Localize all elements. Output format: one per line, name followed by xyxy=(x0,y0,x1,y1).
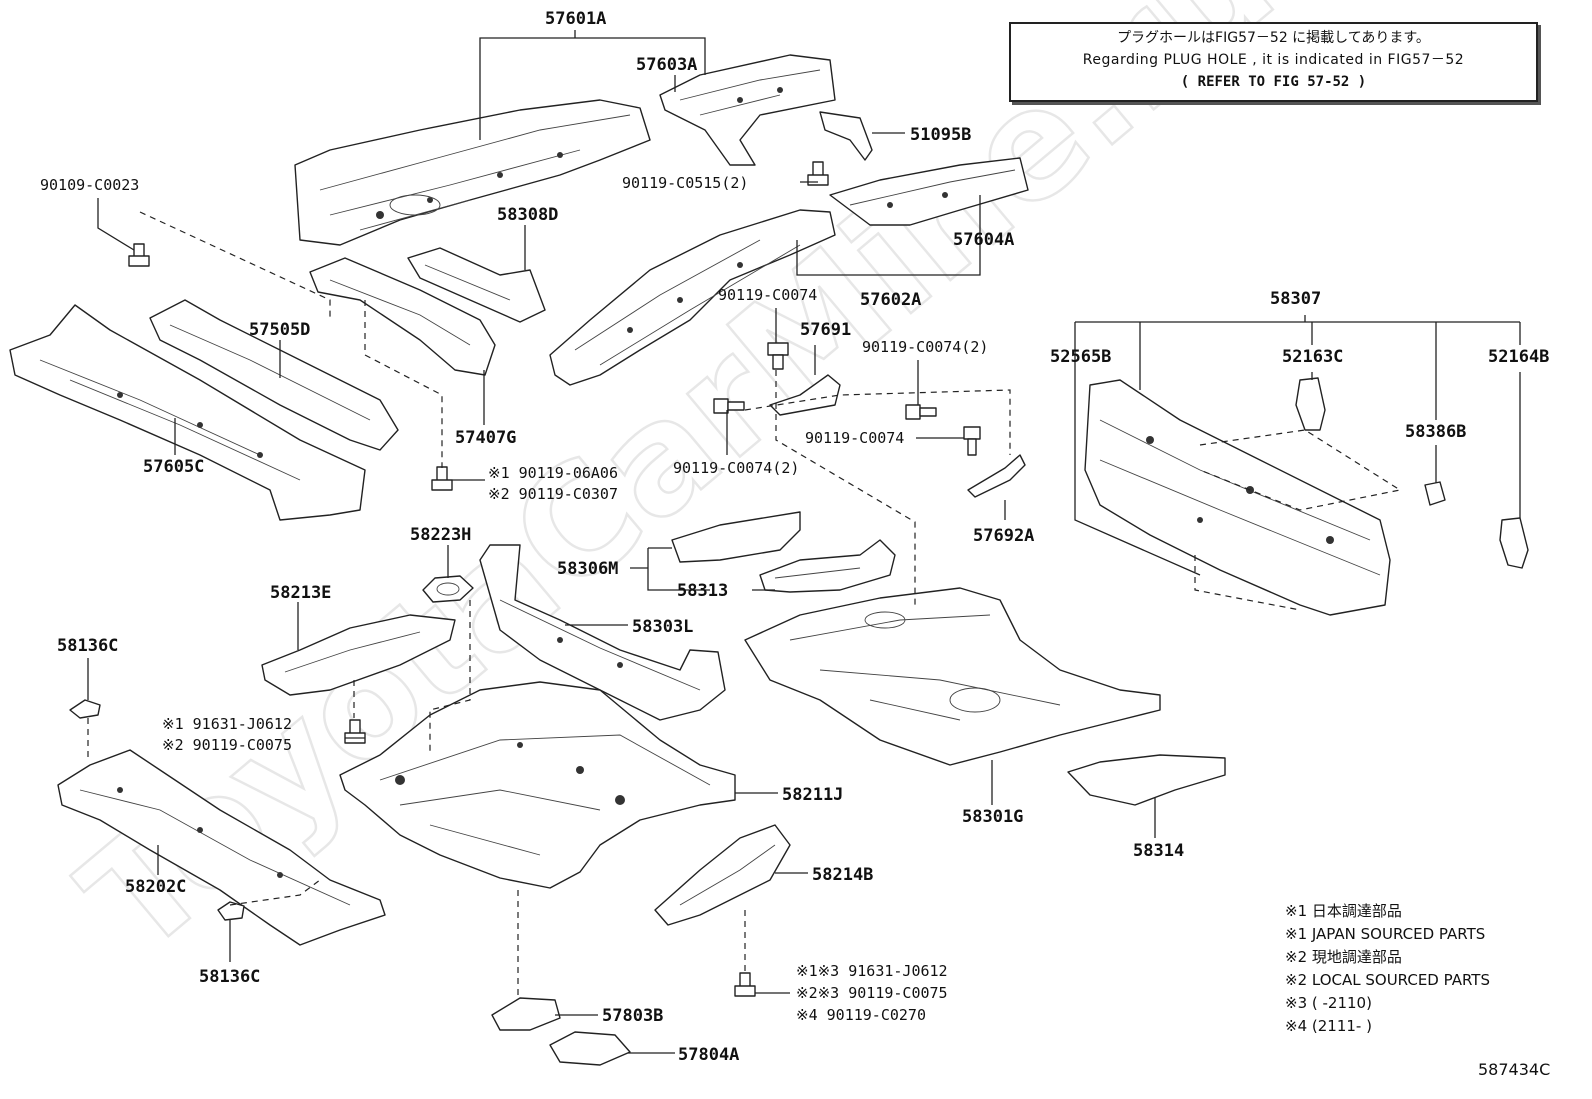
part-58136C-top-shape[interactable] xyxy=(69,699,101,719)
label-57803B[interactable]: 57803B xyxy=(602,1006,663,1026)
assembly-dashed-lines xyxy=(87,211,1402,995)
plug-hole-notice: プラグホールはFIG57－52 に掲載してあります。 Regarding PLU… xyxy=(1009,22,1538,102)
bolt-90119-C0074-2-left[interactable] xyxy=(713,398,745,414)
legend-item: ※3 ( -2110) xyxy=(1285,994,1372,1012)
bolt-90119-C0074-2-right[interactable] xyxy=(905,404,937,420)
part-57603A-shape[interactable] xyxy=(659,54,836,166)
part-51095B-shape[interactable] xyxy=(819,111,873,161)
part-57505D-shape[interactable] xyxy=(149,299,399,451)
part-52565B-shape[interactable] xyxy=(1084,379,1391,616)
bolt-90119-06A06[interactable] xyxy=(431,466,453,491)
label-58202C[interactable]: 58202C xyxy=(125,877,186,897)
label-52164B[interactable]: 52164B xyxy=(1488,347,1549,367)
bolt-90119-C0074-upper[interactable] xyxy=(767,342,789,370)
bolt-90119-C0074-lower[interactable] xyxy=(963,426,981,456)
part-58214B-shape[interactable] xyxy=(654,824,791,926)
label-58303L[interactable]: 58303L xyxy=(632,617,693,637)
label-bolt3-line2[interactable]: ※2※3 90119-C0075 xyxy=(796,984,948,1002)
label-58223H[interactable]: 58223H xyxy=(410,525,471,545)
label-58301G[interactable]: 58301G xyxy=(962,807,1023,827)
label-57605C[interactable]: 57605C xyxy=(143,457,204,477)
part-58386B-shape[interactable] xyxy=(1424,481,1446,506)
part-labels: 57601A 57603A 51095B 90119-C0515(2) 5760… xyxy=(40,9,1549,1065)
label-bolt1-line1[interactable]: ※1 90119-06A06 xyxy=(488,464,618,482)
part-57803B-shape[interactable] xyxy=(491,997,561,1031)
part-58303L-shape[interactable] xyxy=(479,544,726,721)
part-58314-shape[interactable] xyxy=(1067,754,1226,806)
label-57505D[interactable]: 57505D xyxy=(249,320,310,340)
label-58213E[interactable]: 58213E xyxy=(270,583,331,603)
part-57407G-shape[interactable] xyxy=(309,257,496,376)
label-58306M[interactable]: 58306M xyxy=(557,559,618,579)
notice-line-refer: ( REFER TO FIG 57-52 ) xyxy=(1180,74,1367,90)
bolt-91631-J0612-lower[interactable] xyxy=(734,972,756,997)
label-bolt2-line1[interactable]: ※1 91631-J0612 xyxy=(162,715,292,733)
label-57603A[interactable]: 57603A xyxy=(636,55,697,75)
label-58314[interactable]: 58314 xyxy=(1133,841,1184,861)
label-58211J[interactable]: 58211J xyxy=(782,785,843,805)
part-57691-shape[interactable] xyxy=(769,374,841,416)
label-58313[interactable]: 58313 xyxy=(677,581,728,601)
label-58386B[interactable]: 58386B xyxy=(1405,422,1466,442)
leader-lines xyxy=(87,30,1521,1054)
label-58136C-bottom[interactable]: 58136C xyxy=(199,967,260,987)
label-57691[interactable]: 57691 xyxy=(800,320,851,340)
diagram-id: 587434C xyxy=(1478,1060,1551,1079)
label-58214B[interactable]: 58214B xyxy=(812,865,873,885)
part-52163C-shape[interactable] xyxy=(1295,377,1326,431)
part-57602A-shape[interactable] xyxy=(549,209,836,386)
part-58223H-shape[interactable] xyxy=(422,575,474,603)
legend-item: ※1 JAPAN SOURCED PARTS xyxy=(1285,925,1486,943)
part-58211J-shape[interactable] xyxy=(339,681,736,889)
legend-item: ※2 LOCAL SOURCED PARTS xyxy=(1285,971,1490,989)
part-57804A-shape[interactable] xyxy=(549,1031,631,1066)
legend-item: ※2 現地調達部品 xyxy=(1285,948,1402,966)
label-bolt2-line2[interactable]: ※2 90119-C0075 xyxy=(162,736,292,754)
sourcing-legend: ※1 日本調達部品 ※1 JAPAN SOURCED PARTS ※2 現地調達… xyxy=(1285,900,1490,1038)
label-bolt3-line3[interactable]: ※4 90119-C0270 xyxy=(796,1006,926,1024)
label-90119-C0074-upper[interactable]: 90119-C0074 xyxy=(718,286,817,304)
label-52565B[interactable]: 52565B xyxy=(1050,347,1111,367)
label-bolt1-line2[interactable]: ※2 90119-C0307 xyxy=(488,485,618,503)
label-90119-C0074-lower[interactable]: 90119-C0074 xyxy=(805,429,904,447)
part-57601A-shape[interactable] xyxy=(294,99,651,246)
label-58136C-top[interactable]: 58136C xyxy=(57,636,118,656)
label-90119-C0515[interactable]: 90119-C0515(2) xyxy=(622,174,748,192)
notice-line-english: Regarding PLUG HOLE , it is indicated in… xyxy=(1082,52,1465,68)
part-58306M-shape[interactable] xyxy=(671,511,801,563)
label-57407G[interactable]: 57407G xyxy=(455,428,516,448)
part-58136C-bottom-shape[interactable] xyxy=(217,901,245,921)
legend-item: ※1 日本調達部品 xyxy=(1285,902,1402,920)
label-58308D[interactable]: 58308D xyxy=(497,205,558,225)
bolt-90109-C0023[interactable] xyxy=(128,243,150,267)
part-58202C-shape[interactable] xyxy=(57,749,386,946)
label-58307[interactable]: 58307 xyxy=(1270,289,1321,309)
part-58308D-shape[interactable] xyxy=(407,247,546,323)
part-57605C-shape[interactable] xyxy=(9,304,366,521)
bolt-90119-C0515[interactable] xyxy=(807,161,829,186)
label-52163C[interactable]: 52163C xyxy=(1282,347,1343,367)
notice-line-japanese: プラグホールはFIG57－52 に掲載してあります。 xyxy=(1117,30,1430,46)
label-57804A[interactable]: 57804A xyxy=(678,1045,739,1065)
label-bolt3-line1[interactable]: ※1※3 91631-J0612 xyxy=(796,962,948,980)
label-57692A[interactable]: 57692A xyxy=(973,526,1034,546)
label-57601A[interactable]: 57601A xyxy=(545,9,606,29)
part-52164B-shape[interactable] xyxy=(1499,517,1529,569)
legend-item: ※4 (2111- ) xyxy=(1285,1017,1372,1035)
label-90109-C0023[interactable]: 90109-C0023 xyxy=(40,176,139,194)
label-90119-C0074-2-right[interactable]: 90119-C0074(2) xyxy=(862,338,988,356)
label-57602A[interactable]: 57602A xyxy=(860,290,921,310)
label-90119-C0074-2-left[interactable]: 90119-C0074(2) xyxy=(673,459,799,477)
part-58313-shape[interactable] xyxy=(759,539,896,593)
part-57692A-shape[interactable] xyxy=(967,454,1026,498)
part-57604A-shape[interactable] xyxy=(829,157,1029,226)
part-58301G-shape[interactable] xyxy=(744,587,1161,766)
label-51095B[interactable]: 51095B xyxy=(910,125,971,145)
label-57604A[interactable]: 57604A xyxy=(953,230,1014,250)
part-58213E-shape[interactable] xyxy=(261,614,456,696)
